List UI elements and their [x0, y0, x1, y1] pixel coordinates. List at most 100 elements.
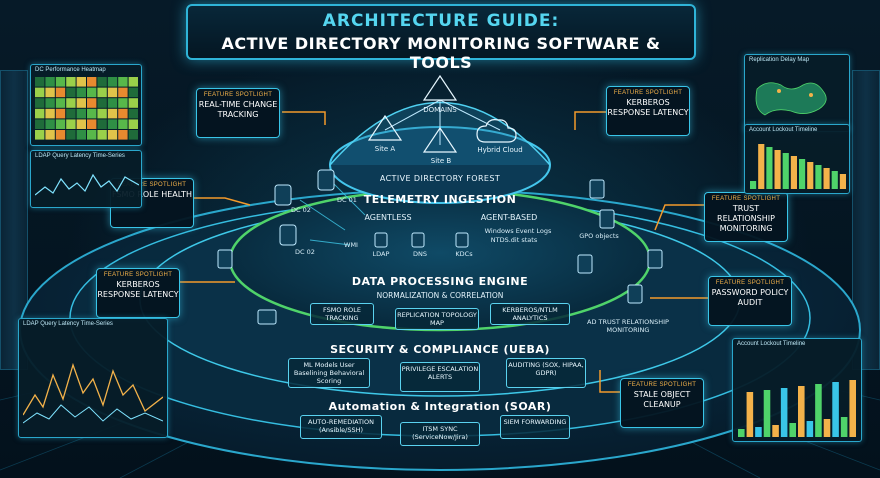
dc02-bottom-label: DC 02 [295, 248, 315, 256]
lockout-bar [789, 423, 796, 437]
heatmap-cell [35, 77, 45, 87]
spotlight-header: FEATURE SPOTLIGHT [613, 90, 683, 96]
heatmap-cell [45, 87, 55, 98]
kdcs-label: KDCs [455, 250, 473, 258]
lockout-bar [799, 159, 806, 189]
title-banner: ARCHITECTURE GUIDE: ACTIVE DIRECTORY MON… [186, 4, 696, 72]
spotlight-title: STALE OBJECT CLEANUP [633, 390, 691, 409]
title-line-2: ACTIVE DIRECTORY MONITORING SOFTWARE & T… [221, 34, 661, 72]
heatmap-cell [76, 87, 86, 98]
heatmap-cell [87, 130, 97, 140]
agent-item-ntds: NTDS.dit stats [490, 236, 538, 244]
heatmap-cell [55, 108, 66, 119]
ldap-bottom-chart [23, 362, 163, 424]
spotlight-title: KERBEROS RESPONSE LATENCY [607, 98, 689, 117]
ml-models-tile: ML Models User Baselining Behavioral Sco… [288, 358, 370, 388]
heatmap-cell [45, 130, 55, 140]
heatmap-cell [87, 77, 97, 87]
wmi-label: WMI [344, 241, 358, 249]
lockout-bar [849, 380, 856, 437]
spotlight-header: FEATURE SPOTLIGHT [627, 382, 697, 388]
lockout-bottom-bars [738, 380, 856, 437]
heatmap-cell [128, 98, 138, 108]
heatmap-cell [45, 77, 55, 87]
lockout-top-bars [750, 144, 846, 189]
lockout-bar [815, 165, 822, 189]
agent-based-label: AGENT-BASED [480, 213, 538, 222]
ldap-label: LDAP [372, 250, 390, 258]
monitor-title: LDAP Query Latency Time-Series [35, 153, 125, 159]
agent-item-event-logs: Windows Event Logs [484, 227, 552, 235]
title-line-1: ARCHITECTURE GUIDE: [322, 11, 560, 31]
lockout-bar [750, 181, 757, 189]
heatmap-cell [97, 130, 107, 140]
heatmap-cell [76, 108, 86, 119]
monitor-title: Account Lockout Timeline [749, 127, 818, 133]
heatmap-cell [128, 130, 138, 140]
security-title: SECURITY & COMPLIANCE (UEBA) [330, 343, 550, 356]
heatmap-cell [87, 98, 97, 108]
heatmap-cell [128, 87, 138, 98]
site-b-icon [422, 126, 458, 153]
heatmap-cell [107, 98, 118, 108]
heatmap-cell [66, 77, 76, 87]
hybrid-cloud-label: Hybrid Cloud [477, 146, 523, 154]
heatmap-cell [118, 98, 128, 108]
spotlight-header: FEATURE SPOTLIGHT [203, 92, 273, 98]
heatmap-cell [128, 108, 138, 119]
spotlight-header: FEATURE SPOTLIGHT [715, 280, 785, 286]
heatmap-cell [97, 87, 107, 98]
heatmap-cell [128, 119, 138, 129]
heatmap-cell [76, 130, 86, 140]
kerberos-analytics-tile: KERBEROS/NTLM ANALYTICS [490, 303, 570, 325]
heatmap-cell [66, 130, 76, 140]
monitor-title: DC Performance Heatmap [35, 67, 106, 73]
lockout-bar [755, 427, 762, 437]
lockout-bar [839, 174, 846, 189]
heatmap-cell [76, 77, 86, 87]
heatmap-cell [107, 119, 118, 129]
spotlight-realtime-change: FEATURE SPOTLIGHT REAL-TIME CHANGE TRACK… [196, 88, 280, 138]
heatmap-cell [107, 108, 118, 119]
heatmap-cell [55, 77, 66, 87]
heatmap-cell [97, 108, 107, 119]
lockout-bar [807, 162, 814, 189]
lockout-bar [766, 147, 773, 189]
heatmap-cell [55, 119, 66, 129]
heatmap-cell [118, 119, 128, 129]
lockout-bar [831, 171, 838, 189]
lockout-monitor-top: Account Lockout Timeline [744, 124, 850, 194]
heatmap-cell [55, 130, 66, 140]
server-icons [217, 169, 663, 325]
lockout-bar [832, 382, 839, 437]
processing-title: DATA PROCESSING ENGINE [351, 275, 529, 288]
replication-map-tile: REPLICATION TOPOLOGY MAP [395, 308, 479, 330]
ldap-monitor-bottom: LDAP Query Latency Time-Series [18, 318, 168, 438]
dc01-label: DC 01 [337, 196, 357, 204]
heatmap-cell [76, 119, 86, 129]
spotlight-header: FEATURE SPOTLIGHT [711, 196, 781, 202]
heatmap-cell [76, 98, 86, 108]
spotlight-header: FEATURE SPOTLIGHT [103, 272, 173, 278]
spotlight-password: FEATURE SPOTLIGHT PASSWORD POLICY AUDIT [708, 276, 792, 326]
ldap-monitor-top: LDAP Query Latency Time-Series [30, 150, 142, 208]
lockout-bar [772, 425, 779, 437]
lockout-monitor-bottom: Account Lockout Timeline [732, 338, 862, 442]
heatmap-grid [35, 77, 138, 140]
lockout-bar [823, 419, 831, 437]
replication-map [755, 82, 827, 116]
heatmap-cell [35, 119, 45, 129]
heatmap-cell [35, 108, 45, 119]
forest-name-label: ACTIVE DIRECTORY FOREST [379, 174, 501, 183]
heatmap-cell [66, 98, 76, 108]
lockout-bar [823, 168, 830, 189]
lockout-bar [738, 429, 745, 437]
heatmap-cell [87, 119, 97, 129]
heatmap-cell [35, 130, 45, 140]
spotlight-header: FEATURE SPOTLIGHT [117, 182, 187, 188]
site-a-label: Site A [374, 145, 396, 153]
domains-icon [422, 74, 458, 101]
heatmap-cell [66, 87, 76, 98]
heatmap-cell [35, 87, 45, 98]
lockout-bar [840, 417, 848, 437]
